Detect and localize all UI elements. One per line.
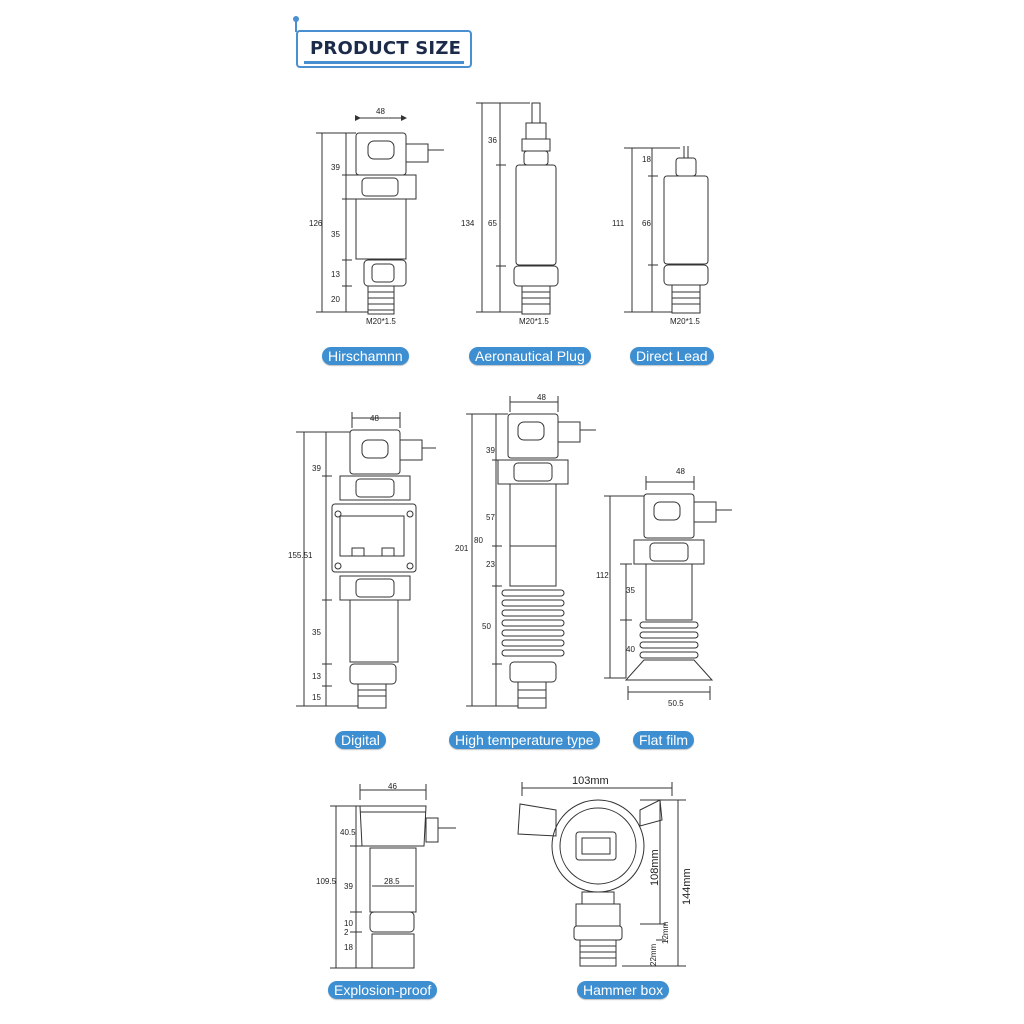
label-hammer-box: Hammer box	[577, 981, 670, 999]
dim-flatfilm-b: 40	[626, 645, 635, 654]
dim-aero-a: 36	[488, 136, 497, 145]
dim-explosion-c: 10	[344, 919, 353, 928]
drawing-direct-lead	[624, 146, 709, 314]
header-marker-dot	[293, 16, 299, 22]
dim-hirschmann-total: 126	[309, 219, 323, 228]
dim-hammer-c: 22mm	[649, 943, 658, 966]
dim-explosion-inner: 28.5	[384, 877, 400, 886]
dim-direct-total: 111	[612, 219, 625, 228]
dim-hammer-a: 108mm	[649, 849, 661, 886]
dim-aero-total: 134	[461, 219, 475, 228]
dim-hammer-top: 103mm	[572, 775, 609, 787]
dim-explosion-a: 40.5	[340, 828, 356, 837]
dim-hammer-total: 144mm	[681, 868, 693, 905]
dim-digital-top: 48	[370, 414, 379, 423]
dim-direct-a: 18	[642, 155, 651, 164]
dim-hightemp-b: 57	[486, 513, 495, 522]
dim-hirschmann-d: 20	[331, 295, 340, 304]
drawing-digital	[296, 412, 436, 709]
label-explosion-proof: Explosion-proof	[328, 981, 438, 999]
dim-explosion-b: 39	[344, 882, 353, 891]
dim-direct-b: 66	[642, 219, 651, 228]
dim-direct-thread: M20*1.5	[670, 317, 700, 326]
dim-hightemp-d: 23	[486, 560, 495, 569]
label-aeronautical-plug: Aeronautical Plug	[469, 347, 591, 365]
dim-aero-thread: M20*1.5	[519, 317, 549, 326]
dim-flatfilm-total: 112	[596, 571, 609, 580]
dim-explosion-e: 18	[344, 943, 353, 952]
dim-hirschmann-a: 39	[331, 163, 340, 172]
drawing-hammer-box	[517, 782, 686, 967]
drawing-explosion-proof	[330, 784, 456, 969]
drawing-flat-film	[604, 476, 732, 700]
label-digital: Digital	[335, 731, 386, 749]
dim-hightemp-top: 48	[537, 393, 546, 402]
dim-digital-c: 13	[312, 672, 321, 681]
dim-digital-d: 15	[312, 693, 321, 702]
dim-hirschmann-c: 13	[331, 270, 340, 279]
dim-hirschmann-b: 35	[331, 230, 340, 239]
header-underline	[304, 34, 464, 64]
dim-hammer-b: 12mm	[661, 921, 670, 944]
dim-explosion-top: 46	[388, 782, 397, 791]
label-flat-film: Flat film	[633, 731, 694, 749]
dim-explosion-total: 109.5	[316, 877, 337, 886]
dim-aero-b: 65	[488, 219, 497, 228]
dim-digital-b: 35	[312, 628, 321, 637]
page-title: PRODUCT SIZE	[310, 38, 462, 59]
dim-hightemp-e: 50	[482, 622, 491, 631]
dim-flatfilm-top: 48	[676, 467, 685, 476]
drawing-high-temperature	[466, 396, 596, 709]
label-hirschmann: Hirschamnn	[322, 347, 409, 365]
dim-hirschmann-thread: M20*1.5	[366, 317, 396, 326]
header-frame	[296, 30, 472, 68]
dim-hightemp-a: 39	[486, 446, 495, 455]
dim-digital-total: 155.51	[288, 551, 313, 560]
dim-flatfilm-a: 35	[626, 586, 635, 595]
dim-explosion-d: 2	[344, 928, 349, 937]
header-marker-stem	[295, 20, 297, 32]
dim-hirschmann-top: 48	[376, 107, 385, 116]
dim-hightemp-total: 201	[455, 544, 469, 553]
product-size-header: PRODUCT SIZE	[293, 16, 474, 70]
label-high-temperature-type: High temperature type	[449, 731, 600, 749]
drawing-hirschmann	[316, 115, 444, 315]
drawing-aeronautical-plug	[476, 102, 559, 315]
label-direct-lead: Direct Lead	[630, 347, 714, 365]
dim-hightemp-c: 80	[474, 536, 483, 545]
dim-digital-a: 39	[312, 464, 321, 473]
dim-flatfilm-bottom: 50.5	[668, 699, 684, 708]
